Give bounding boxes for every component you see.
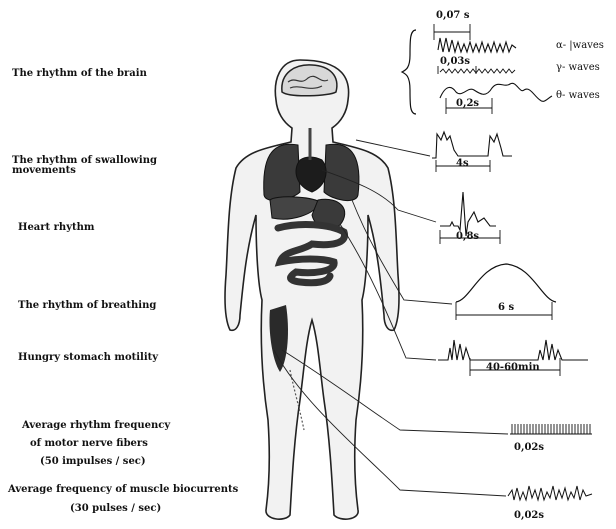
label-breathing-rhythm: The rhythm of breathing: [18, 300, 156, 311]
human-body: [225, 60, 399, 519]
nerve-period-label: 0,02s: [514, 442, 544, 453]
swallow-period-label: 4s: [456, 158, 469, 169]
label-brain-rhythm: The rhythm of the brain: [12, 68, 147, 79]
stomach-period-label: 40-60min: [486, 362, 540, 373]
label-muscle-biocurrents-2: (30 pulses / sec): [70, 503, 161, 514]
alpha-wave: [438, 38, 516, 52]
alpha-waves-label: α- |waves: [556, 40, 604, 51]
label-nerve-frequency-2: of motor nerve fibers: [30, 438, 148, 449]
label-swallowing-rhythm-cont: movements: [12, 165, 76, 176]
label-heart-rhythm: Heart rhythm: [18, 222, 94, 233]
chest-organs: [264, 128, 359, 201]
muscle-wave: [508, 486, 592, 500]
theta-period-label: 0,2s: [456, 98, 479, 109]
gamma-waves-label: γ- waves: [556, 62, 600, 73]
heart-period-label: 0,8s: [456, 231, 479, 242]
muscle-period-label: 0,02s: [514, 510, 544, 521]
label-nerve-frequency-1: Average rhythm frequency: [22, 420, 170, 431]
alpha-period-marker: [434, 24, 470, 40]
gamma-wave: [440, 69, 515, 73]
breathing-wave: [456, 264, 556, 302]
gamma-period-label: 0,03s: [440, 56, 470, 67]
body-outline: [225, 60, 399, 519]
connector-nerve: [282, 350, 508, 434]
label-muscle-biocurrents-1: Average frequency of muscle biocurrents: [8, 484, 238, 495]
breathing-period-label: 6 s: [498, 302, 514, 313]
theta-waves-label: θ- waves: [556, 90, 600, 101]
heart-wave: [440, 192, 496, 236]
swallow-wave: [432, 132, 512, 158]
brain-brace: [402, 30, 416, 114]
stomach-wave: [438, 340, 588, 360]
alpha-period-label: 0,07 s: [436, 10, 469, 21]
nerve-spikes: [512, 424, 590, 434]
label-stomach-motility: Hungry stomach motility: [18, 352, 158, 363]
label-nerve-frequency-3: (50 impulses / sec): [40, 456, 146, 467]
